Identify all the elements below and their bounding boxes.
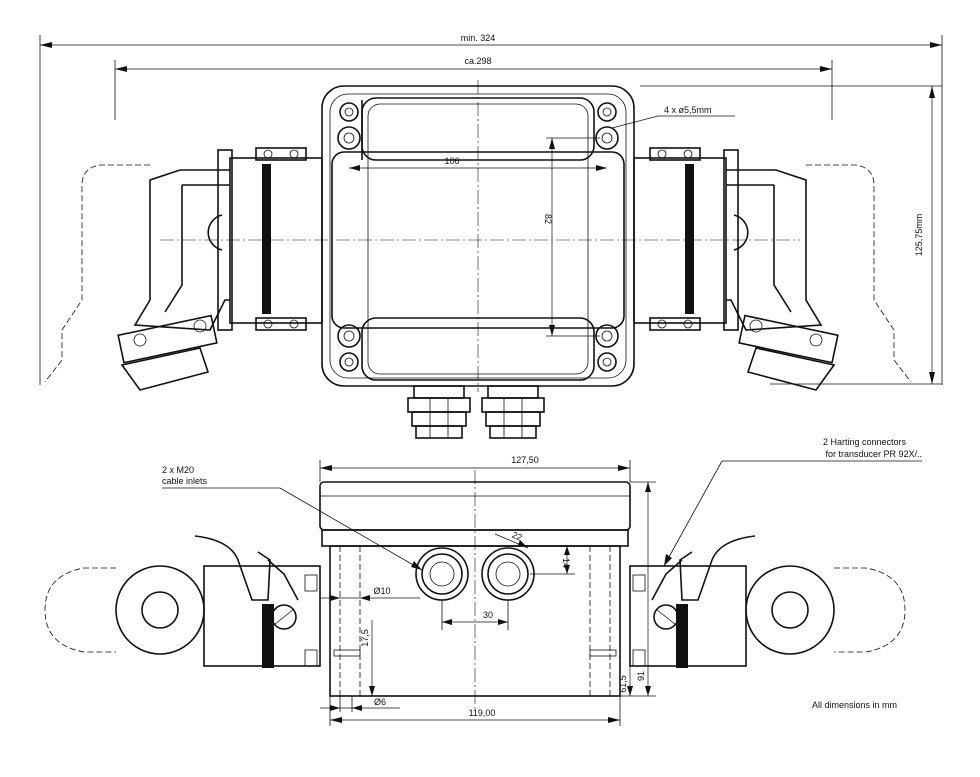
mounting-hole — [337, 324, 361, 372]
harting-label-1: 2 Harting connectors — [823, 437, 907, 447]
callout-harting: 2 Harting connectors for transducer PR 9… — [663, 437, 922, 567]
units-note: All dimensions in mm — [812, 700, 897, 710]
dim-total-height: 125,75mm — [640, 85, 942, 385]
front-view: 127,50 — [44, 437, 922, 726]
mounting-hole — [337, 102, 361, 150]
dim-base-width: 119,00 — [329, 696, 621, 726]
boss-diameter-label: Ø6 — [374, 697, 386, 707]
total-height-label: 125,75mm — [914, 214, 924, 257]
base-offset-label: 17,5 — [360, 629, 370, 647]
dim-depth: 61,5 91 — [618, 481, 656, 697]
hole-spacing-v-label: 82 — [543, 214, 553, 224]
top-view: min. 324 ca.298 125,75mm — [39, 33, 943, 439]
flange-width-label: ca.298 — [464, 56, 491, 66]
dim-inlet-diameter: Ø10 — [320, 586, 420, 601]
harting-connector-left — [44, 147, 323, 391]
harting-label-2: for transducer PR 92X/.. — [825, 449, 922, 459]
enclosure-front — [319, 470, 631, 710]
transducer-left — [44, 535, 321, 668]
dim-hole-spacing-v: 82 — [543, 137, 600, 337]
harting-connector-right — [633, 147, 912, 391]
overall-width-label: min. 324 — [461, 33, 496, 43]
depth-inner-label: 61,5 — [618, 675, 628, 693]
dim-overall-width: min. 324 — [39, 33, 943, 385]
callout-cable-inlets: 2 x M20 cable inlets — [162, 465, 423, 571]
hole-callout-label: 4 x ø5,5mm — [664, 105, 712, 115]
dim-flange-width: ca.298 — [114, 56, 833, 120]
mounting-hole — [595, 102, 619, 150]
dim-hole-spacing-h: 106 — [349, 156, 607, 171]
dim-enclosure-width: 127,50 — [319, 455, 631, 482]
hole-spacing-h-label: 106 — [444, 156, 459, 166]
inlet-height-label: 14 — [561, 558, 571, 568]
inlet-diameter-label: Ø10 — [373, 586, 390, 596]
base-width-label: 119,00 — [469, 708, 496, 718]
dim-boss-diameter: Ø6 — [320, 696, 400, 712]
dim-inlet-height: 14 — [530, 546, 575, 575]
inlet-angle-label: 22 — [511, 530, 524, 543]
hole-callout: 4 x ø5,5mm — [611, 105, 735, 129]
inlet-spacing-label: 30 — [483, 610, 493, 620]
cable-inlets-label-2: cable inlets — [162, 476, 208, 486]
mounting-hole — [595, 324, 619, 372]
dim-base-offset: 17,5 — [360, 620, 375, 696]
depth-total-label: 91 — [636, 671, 646, 681]
transducer-right — [629, 535, 906, 668]
cable-glands-top — [407, 385, 545, 439]
cable-inlets-label-1: 2 x M20 — [162, 465, 194, 475]
enclosure-width-label: 127,50 — [511, 455, 539, 465]
dim-inlet-spacing: 30 — [441, 600, 509, 630]
dim-inlet-angle: 22 — [494, 530, 529, 549]
